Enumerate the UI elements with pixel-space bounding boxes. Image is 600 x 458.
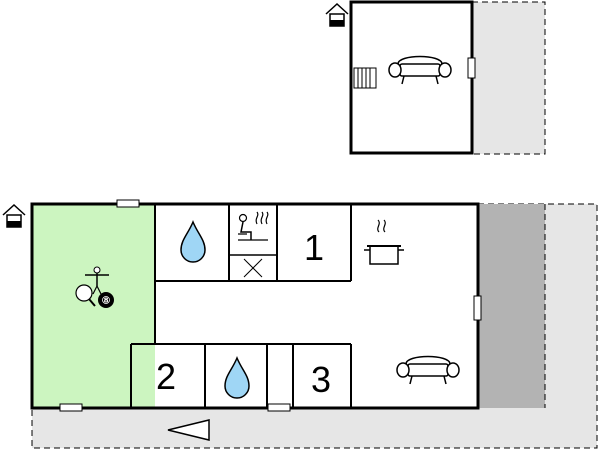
sofa-icon: [396, 355, 460, 385]
terrace-main-outline: [31, 203, 598, 449]
entrance-icon: [325, 2, 349, 27]
toilet-cross-icon: [243, 258, 263, 278]
bedroom-2-number: 2: [156, 356, 176, 397]
water-drop-icon: [180, 220, 206, 263]
sauna-icon: [238, 211, 269, 241]
radiator-icon: [353, 67, 377, 89]
sofa-icon: [388, 55, 452, 85]
table-tennis-icon: [75, 284, 96, 307]
terrace-upper: [471, 1, 546, 155]
terrace-main: [32, 204, 597, 448]
bedroom-3-number: 3: [311, 359, 331, 400]
window: [59, 403, 83, 412]
billiard-ball-icon: 8: [98, 292, 114, 308]
window: [473, 295, 482, 321]
fitness-icon: [85, 266, 109, 295]
billiard-ball-number: 8: [104, 297, 109, 305]
window: [116, 199, 140, 208]
entrance-icon: [2, 203, 26, 228]
bedroom-1-number: 1: [304, 227, 324, 268]
covered-terrace: [478, 204, 545, 408]
water-drop-icon: [224, 356, 250, 399]
window: [467, 57, 476, 79]
activity-room: [32, 204, 155, 408]
direction-arrow-icon: [167, 419, 210, 441]
annex-room: [349, 0, 474, 155]
window: [267, 403, 291, 412]
cooking-pot-icon: [364, 219, 404, 265]
